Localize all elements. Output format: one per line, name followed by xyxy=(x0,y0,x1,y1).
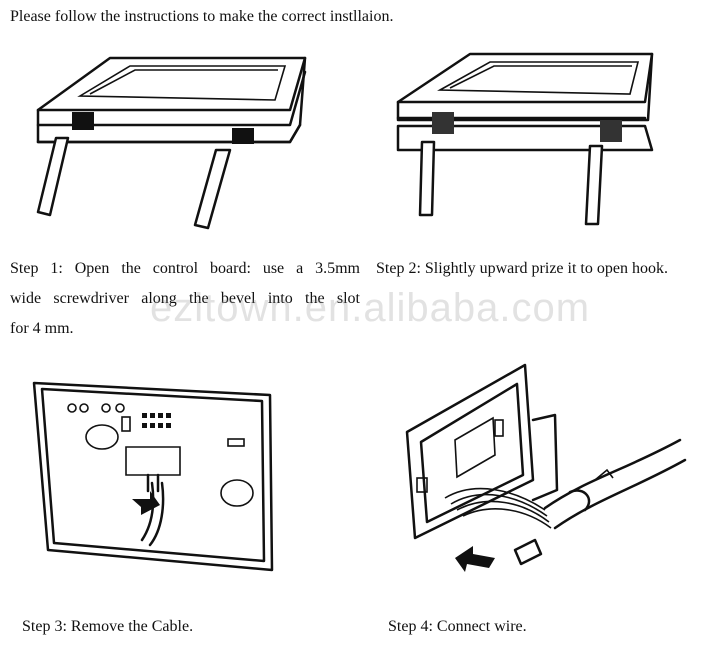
step4-illustration xyxy=(405,363,687,572)
step3-caption: Step 3: Remove the Cable. xyxy=(22,618,194,635)
step1-caption: Step 1: Open the control board: use a 3.… xyxy=(10,254,360,344)
step3-illustration xyxy=(32,381,274,572)
step1-line2: wide screwdriver along the bevel into th… xyxy=(10,290,360,307)
instructions-heading: Please follow the instructions to make t… xyxy=(10,8,394,25)
step4-caption: Step 4: Connect wire. xyxy=(388,618,527,635)
step1-line1: Step 1: Open the control board: use a 3.… xyxy=(10,260,360,277)
step1-line3: for 4 mm. xyxy=(10,320,74,337)
step1-illustration xyxy=(36,56,307,230)
step2-caption: Step 2: Slightly upward prize it to open… xyxy=(376,260,668,277)
step2-illustration xyxy=(396,52,654,226)
